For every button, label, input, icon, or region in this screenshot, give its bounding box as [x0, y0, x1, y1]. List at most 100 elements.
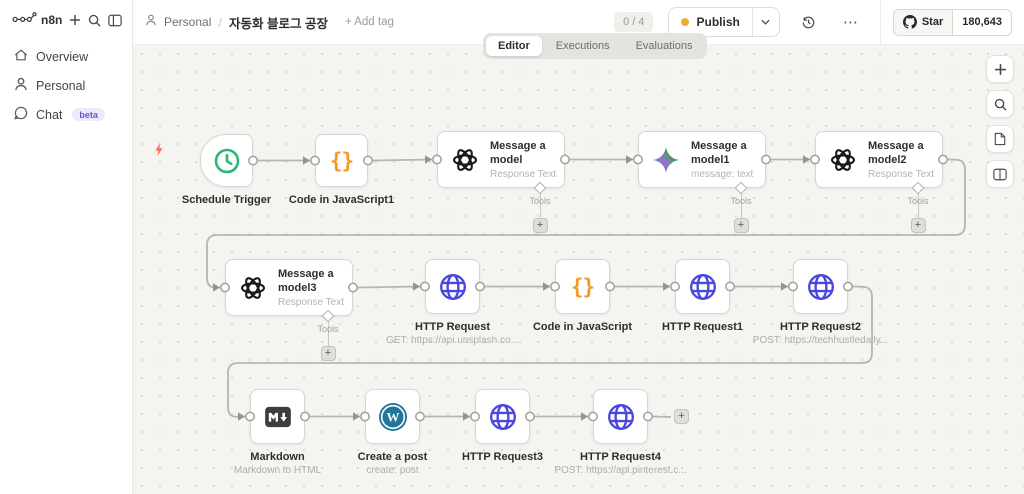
add-tool-button[interactable]: +	[733, 218, 749, 233]
tools-label: Tools	[529, 196, 551, 206]
node-label: Schedule Trigger	[181, 194, 272, 206]
workflow-canvas[interactable]: Schedule Trigger Code in JavaScript1 {} Mes…	[133, 45, 1024, 494]
node-label: Create a post	[357, 451, 428, 463]
node-label: Markdown	[250, 451, 305, 463]
sidebar-item-chat[interactable]: Chat beta	[8, 100, 124, 129]
sidebar: n8n Overview Personal Chat	[0, 0, 133, 494]
node-label: Code in JavaScript1	[288, 194, 395, 206]
publish-dropdown-button[interactable]	[751, 8, 779, 36]
node-sublabel: Markdown to HTML	[233, 465, 322, 476]
node-subtitle: Response Text	[490, 169, 556, 181]
node-title: Message a model1	[691, 139, 747, 166]
tab-executions[interactable]: Executions	[555, 40, 610, 52]
file-icon	[994, 132, 1006, 146]
search-icon[interactable]	[87, 11, 102, 29]
tab-evaluations[interactable]: Evaluations	[635, 40, 693, 52]
toggle-panel-button[interactable]	[986, 160, 1014, 188]
publish-split-button: Publish	[668, 7, 780, 37]
code-icon: {}	[329, 148, 354, 173]
node-label: HTTP Request3	[461, 451, 544, 463]
node-label: HTTP Request2	[779, 321, 862, 333]
add-node-button[interactable]	[986, 55, 1014, 83]
sidebar-item-label: Chat	[36, 107, 63, 122]
workflow-node-code-in-javascript[interactable]: {}	[555, 259, 610, 314]
globe-icon	[806, 272, 836, 302]
workflow-node-markdown[interactable]	[250, 389, 305, 444]
add-tool-button[interactable]: +	[532, 218, 548, 233]
node-sublabel: POST: https://techhustledaily...	[752, 335, 889, 346]
markdown-icon	[264, 406, 292, 428]
globe-icon	[606, 402, 636, 432]
tools-label: Tools	[907, 196, 929, 206]
github-star-button[interactable]: Star	[892, 8, 954, 36]
workflow-node-message-a-model1[interactable]: Message a model1 message: text	[638, 131, 766, 188]
github-star-widget[interactable]: Star 180,643	[892, 8, 1012, 36]
chat-icon	[14, 106, 28, 123]
n8n-logo[interactable]: n8n	[12, 11, 62, 29]
node-label: Code in JavaScript	[532, 321, 633, 333]
n8n-logo-icon	[12, 11, 38, 29]
workflow-node-http-request[interactable]	[425, 259, 480, 314]
wordpress-icon: W	[378, 402, 408, 432]
beta-badge: beta	[72, 108, 105, 121]
node-sublabel: GET: https://api.unsplash.co...	[386, 335, 519, 346]
sidebar-item-label: Overview	[36, 49, 89, 64]
publish-button[interactable]: Publish	[669, 8, 751, 36]
add-tag-button[interactable]: + Add tag	[344, 16, 394, 28]
breadcrumb: Personal / 자동화 블로그 공장 + Add tag	[145, 13, 394, 32]
node-sublabel: POST: https://api.pinterest.c...	[554, 465, 687, 476]
tab-editor[interactable]: Editor	[486, 36, 542, 56]
project-icon	[145, 13, 157, 31]
svg-text:W: W	[386, 409, 399, 424]
add-next-node-button[interactable]: +	[674, 409, 689, 424]
more-options-button[interactable]: ⋯	[842, 14, 859, 31]
sidebar-item-overview[interactable]: Overview	[8, 42, 124, 71]
workflow-node-http-request4[interactable]	[593, 389, 648, 444]
add-tool-button[interactable]: +	[320, 346, 336, 361]
sidebar-item-label: Personal	[36, 78, 86, 93]
workflow-node-http-request3[interactable]	[475, 389, 530, 444]
chevron-down-icon	[761, 19, 770, 25]
workflow-node-code-in-javascript1[interactable]: {}	[315, 134, 368, 187]
workflow-node-create-a-post[interactable]: W	[365, 389, 420, 444]
openai-icon	[829, 146, 857, 174]
new-workflow-button[interactable]	[67, 11, 82, 29]
globe-icon	[488, 402, 518, 432]
setup-progress-badge[interactable]: 0 / 4	[614, 12, 654, 32]
search-icon	[994, 98, 1007, 111]
header-divider	[879, 0, 881, 45]
node-subtitle: message: text	[691, 169, 754, 181]
add-tool-button[interactable]: +	[910, 218, 926, 233]
workflow-node-http-request1[interactable]	[675, 259, 730, 314]
topbar-actions: 0 / 4 Publish ⋯ Star 180,643	[614, 0, 1012, 45]
globe-icon	[688, 272, 718, 302]
sidebar-item-personal[interactable]: Personal	[8, 71, 124, 100]
workflow-title[interactable]: 자동화 블로그 공장	[229, 16, 328, 31]
user-icon	[14, 77, 28, 94]
canvas-search-button[interactable]	[986, 90, 1014, 118]
star-label: Star	[921, 16, 944, 28]
node-title: Message a model	[490, 139, 546, 166]
sticky-note-button[interactable]	[986, 125, 1014, 153]
trigger-lightning-icon	[153, 142, 165, 162]
version-history-button[interactable]	[794, 7, 824, 37]
tools-label: Tools	[317, 324, 339, 334]
collapse-sidebar-icon[interactable]	[107, 11, 122, 29]
clock-icon	[213, 147, 241, 175]
workflow-node-http-request2[interactable]	[793, 259, 848, 314]
github-star-count[interactable]: 180,643	[953, 8, 1012, 36]
node-title: Message a model3	[278, 267, 334, 294]
canvas-toolbar	[986, 55, 1014, 188]
node-sublabel: create: post	[366, 465, 419, 476]
node-subtitle: Response Text	[868, 169, 934, 181]
workflow-node-schedule-trigger[interactable]	[200, 134, 253, 187]
sidebar-top: n8n	[0, 0, 132, 38]
tools-label: Tools	[730, 196, 752, 206]
node-title: Message a model2	[868, 139, 924, 166]
unpublished-dot-icon	[681, 18, 690, 26]
node-label: HTTP Request	[415, 321, 490, 333]
breadcrumb-project[interactable]: Personal	[164, 15, 212, 29]
